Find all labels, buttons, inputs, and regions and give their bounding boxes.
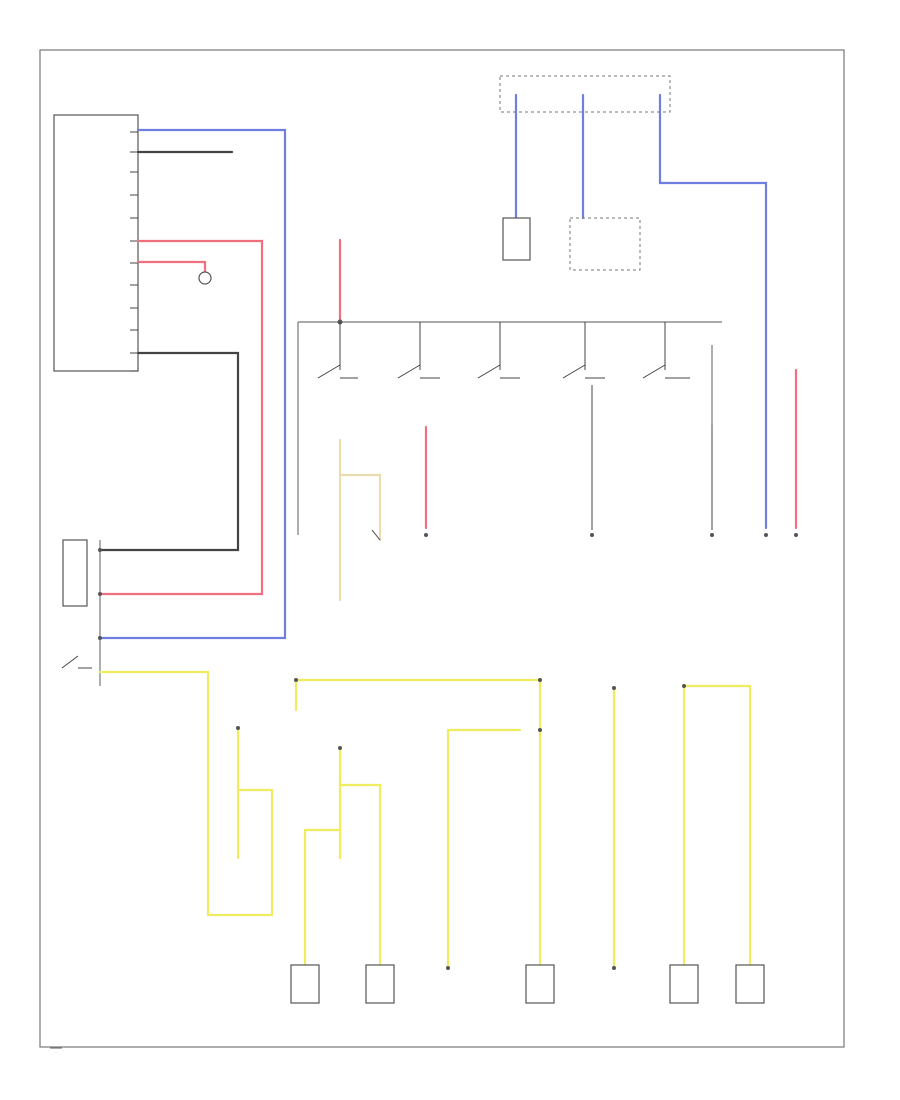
blue-feed-wire — [98, 128, 287, 640]
tan-wire — [338, 438, 382, 602]
ignition-switch-contact — [61, 655, 92, 669]
module-top-a — [502, 217, 531, 261]
yellow-bus-top — [294, 678, 542, 970]
red-stub-wire — [136, 260, 207, 274]
fuse-block-top-right — [499, 75, 671, 113]
connector-dots — [236, 678, 686, 970]
fuse-block-upper-left — [53, 114, 139, 372]
inline-component — [198, 271, 212, 285]
bcm-switch-contacts — [317, 322, 690, 379]
red-feed-wire — [98, 239, 264, 596]
diagram-border — [39, 49, 845, 1048]
yellow-wire-ecm — [446, 728, 522, 970]
yellow-wire-ignition — [98, 670, 274, 917]
yellow-wire-left-branch — [236, 726, 274, 860]
ignition-switch-body — [62, 539, 88, 607]
yellow-wire-transmission — [294, 678, 307, 970]
module-top-b — [569, 217, 641, 271]
bottom-components — [290, 964, 765, 1004]
component-transmission — [290, 964, 320, 1004]
black-wire-lower — [98, 351, 240, 552]
component-passenger-outlet — [735, 964, 765, 1004]
yellow-wire-right-pair — [682, 684, 752, 970]
component-relay — [365, 964, 395, 1004]
component-ecm — [525, 964, 555, 1004]
yellow-wire-mid-left — [303, 746, 382, 970]
fuse-block-pin-ticks — [130, 131, 138, 372]
blue-wire-c — [658, 93, 768, 530]
bcm-terminal-nodes — [424, 533, 798, 537]
component-driver-outlet — [669, 964, 699, 1004]
